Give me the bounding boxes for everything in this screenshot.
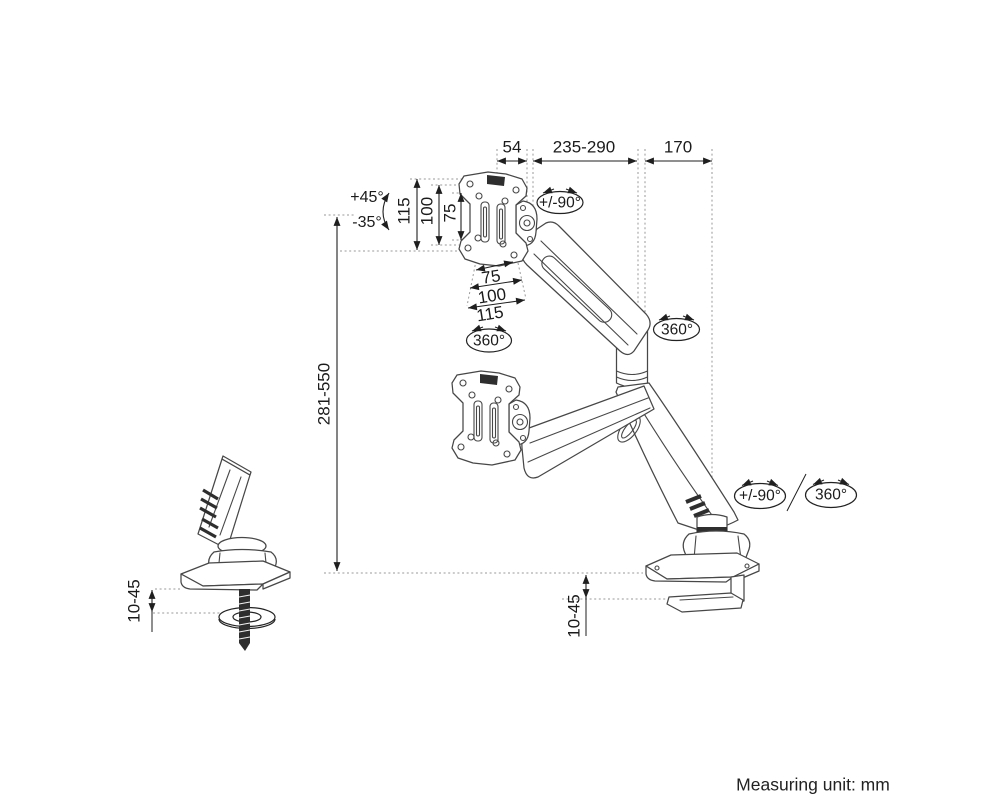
separator-slash (786, 473, 807, 512)
upper-arm-rotation-label: 360° (472, 332, 506, 350)
dim-label-base-offset: 170 (663, 137, 693, 157)
dim-label-vesa-height-75: 75 (440, 203, 460, 223)
dim-label-vesa-height-115: 115 (394, 197, 414, 225)
grommet-mount-drawing (180, 455, 291, 651)
arm-upper-position (521, 221, 651, 356)
tilt-down-label: -35° (352, 214, 382, 231)
clamp-thickness-label: 10-45 (564, 594, 584, 638)
dim-label-vesa-height-100: 100 (417, 196, 437, 226)
base-rotation-label: 360° (814, 486, 848, 504)
desk-clamp-base (645, 513, 760, 613)
vesa-plate-lower (451, 370, 531, 466)
dim-label-arm-reach: 235-290 (552, 137, 616, 157)
dimension-lines (148, 157, 712, 636)
vesa-swivel-label: +/-90° (539, 194, 581, 212)
dim-label-vesa-width-115: 115 (475, 302, 505, 326)
rotation-indicators (465, 186, 858, 512)
vesa-plate (458, 171, 538, 267)
dim-label-vesa-depth: 54 (502, 137, 522, 157)
height-range-label: 281-550 (314, 362, 334, 426)
grommet-thickness-label: 10-45 (124, 579, 144, 623)
measuring-unit-note: Measuring unit: mm (736, 774, 890, 795)
dim-label-vesa-width-75: 75 (480, 266, 502, 288)
base-swivel-label: +/-90° (739, 487, 781, 505)
elbow-rotation-label: 360° (660, 321, 694, 339)
arm-lower-position (521, 385, 655, 479)
tilt-up-label: +45° (350, 189, 384, 206)
